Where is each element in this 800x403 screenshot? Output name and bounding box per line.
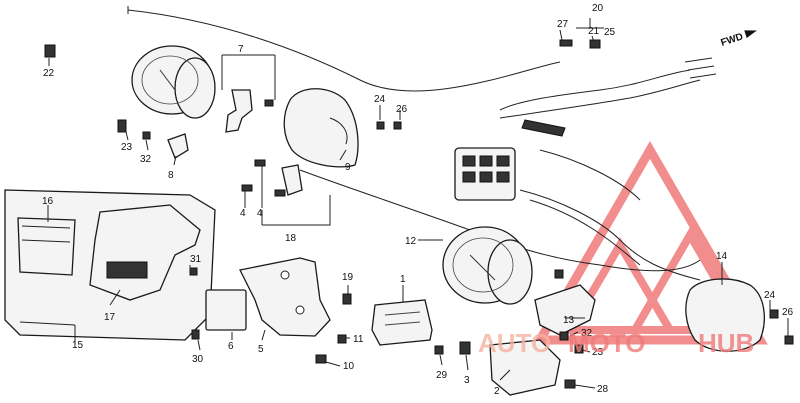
- callout-9: 9: [345, 162, 351, 173]
- callout-12: 12: [405, 236, 417, 247]
- indicator-panel: [4, 189, 216, 341]
- speedometer-assembly: [131, 45, 216, 119]
- small-hardware: [44, 39, 794, 389]
- callout-22: 22: [43, 68, 55, 79]
- watermark-hub: HUB: [698, 328, 754, 358]
- cover-2: [489, 339, 561, 396]
- callout-23b: 23: [592, 347, 604, 358]
- callout-27: 27: [557, 19, 569, 30]
- callout-20: 20: [592, 3, 604, 14]
- callout-30: 30: [192, 354, 204, 365]
- wire-harness: [499, 69, 701, 119]
- callout-26: 26: [396, 104, 408, 115]
- callout-18: 18: [285, 233, 297, 244]
- callout-7: 7: [238, 44, 244, 55]
- callout-1: 1: [400, 274, 406, 285]
- callout-labels: 20 27 21 25 22 7 24 26 23 32 8 9 4 4 18 …: [42, 3, 794, 397]
- watermark-auto: AUTO: [478, 328, 551, 358]
- callout-15: 15: [72, 340, 84, 351]
- callout-32: 32: [140, 154, 152, 165]
- tachometer-case: [685, 278, 765, 352]
- meter-case: [283, 88, 359, 168]
- callout-17: 17: [104, 312, 116, 323]
- callout-19: 19: [342, 272, 354, 283]
- callout-16: 16: [42, 196, 54, 207]
- callout-4a: 4: [240, 208, 246, 219]
- callout-24: 24: [374, 94, 386, 105]
- callout-2: 2: [494, 386, 500, 397]
- leader-lines: [19, 18, 789, 389]
- callout-11: 11: [353, 334, 364, 345]
- meter-bracket: [205, 257, 331, 337]
- bracket-7: [225, 89, 274, 133]
- fwd-label: FWD: [720, 31, 745, 49]
- callout-25: 25: [604, 27, 616, 38]
- callout-14: 14: [716, 251, 728, 262]
- callout-13: 13: [563, 315, 575, 326]
- callout-29: 29: [436, 370, 448, 381]
- callout-21: 21: [588, 26, 600, 37]
- watermark-text: AUTO MOTO HUB: [478, 328, 754, 358]
- callout-28: 28: [597, 384, 609, 395]
- callout-5: 5: [258, 344, 264, 355]
- callout-31: 31: [190, 254, 202, 265]
- callout-10: 10: [343, 361, 355, 372]
- forward-direction-indicator: FWD: [720, 30, 757, 49]
- callout-4b: 4: [257, 208, 263, 219]
- regulator-unit: [371, 299, 433, 346]
- callout-26b: 26: [782, 307, 794, 318]
- callout-23: 23: [121, 142, 133, 153]
- callout-6: 6: [228, 341, 234, 352]
- callout-8: 8: [168, 170, 174, 181]
- callout-3: 3: [464, 375, 470, 386]
- tachometer-assembly: [442, 226, 533, 305]
- callout-24b: 24: [764, 290, 776, 301]
- watermark-moto: MOTO: [568, 328, 646, 358]
- speedometer-cable: [127, 9, 561, 92]
- bracket-13: [534, 269, 596, 336]
- callout-32b: 32: [581, 328, 593, 339]
- junction-block: [454, 119, 566, 201]
